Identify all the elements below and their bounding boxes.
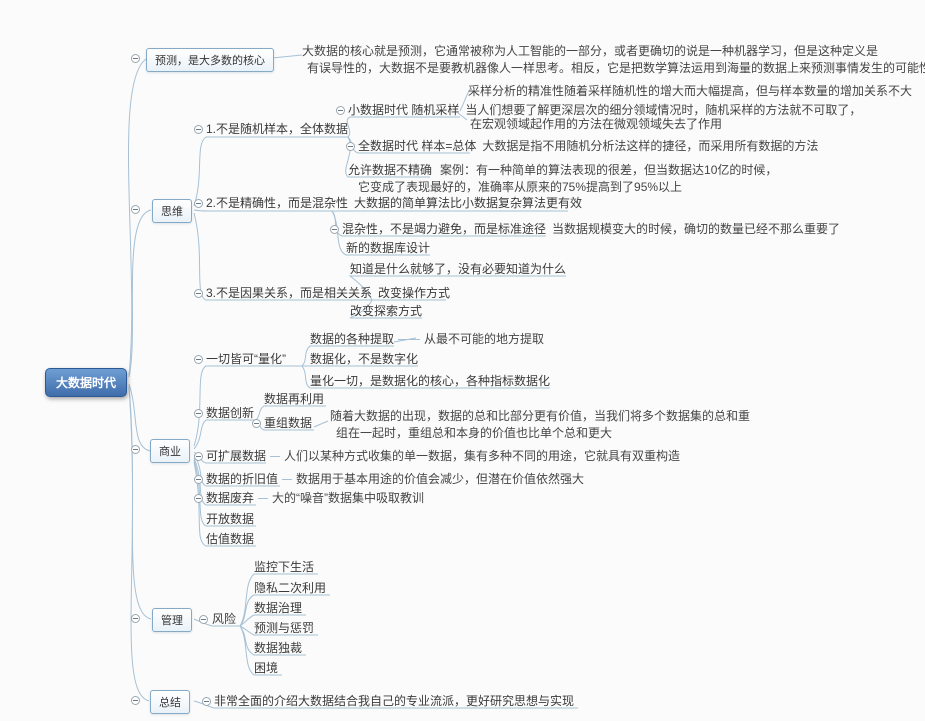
node-dilemma[interactable]: 困境 bbox=[254, 661, 279, 675]
collapse-icon[interactable] bbox=[199, 615, 208, 624]
collapse-icon[interactable] bbox=[346, 142, 355, 151]
node-change-operation[interactable]: 改变操作方式 bbox=[378, 286, 451, 300]
row-full-data-era: 全数据时代 样本=总体 大数据是指不用随机分析法这样的捷径，而采用所有数据的方法 bbox=[358, 139, 818, 153]
node-small-data-era[interactable]: 小数据时代 随机采样 bbox=[348, 103, 460, 117]
node-data-depreciation[interactable]: 数据的折旧值 bbox=[206, 472, 279, 486]
node-simple-algorithm[interactable]: 大数据的简单算法比小数据复杂算法更有效 bbox=[354, 196, 583, 210]
root-topic[interactable]: 大数据时代 bbox=[45, 368, 128, 397]
extensible-data-note[interactable]: 人们以某种方式收集的单一数据，集有多种不同的用途，它就具有双重构造 bbox=[284, 449, 681, 463]
node-quantify-core[interactable]: 量化一切，是数据化的核心，各种指标数据化 bbox=[310, 374, 551, 388]
row-data-depreciation: 数据的折旧值 数据用于基本用途的价值会减少，但潜在价值依然强大 bbox=[206, 472, 584, 486]
node-data-dictatorship[interactable]: 数据独裁 bbox=[254, 641, 303, 655]
row-data-extraction: 数据的各种提取 从最不可能的地方提取 bbox=[310, 332, 544, 346]
collapse-icon[interactable] bbox=[194, 475, 203, 484]
topic-prediction[interactable]: 预测，是大多数的核心 bbox=[146, 48, 274, 72]
row-imprecise-data: 允许数据不精确 案例：有一种简单的算法表现的很差，但当数据达10亿的时候， bbox=[348, 163, 777, 177]
node-full-data-era[interactable]: 全数据时代 样本=总体 bbox=[358, 139, 477, 153]
node-extensible-data[interactable]: 可扩展数据 bbox=[206, 449, 267, 463]
node-monitored-life[interactable]: 监控下生活 bbox=[254, 560, 315, 574]
node-privacy-reuse[interactable]: 隐私二次利用 bbox=[254, 581, 327, 595]
data-depreciation-note[interactable]: 数据用于基本用途的价值会减少，但潜在价值依然强大 bbox=[296, 472, 585, 486]
node-recombine-data[interactable]: 重组数据 bbox=[264, 416, 313, 430]
small-data-note-line2[interactable]: 在宏观领域起作用的方法在微观领域失去了作用 bbox=[470, 117, 723, 131]
node-not-precision[interactable]: 2.不是精确性，而是混杂性 bbox=[206, 196, 349, 210]
imprecise-note-line2[interactable]: 它变成了表现最好的，准确率从原来的75%提高到了95%以上 bbox=[358, 180, 683, 194]
topic-business[interactable]: 商业 bbox=[150, 439, 190, 463]
node-not-causality[interactable]: 3.不是因果关系，而是相关关系 bbox=[206, 286, 373, 300]
imprecise-note-line1[interactable]: 案例：有一种简单的算法表现的很差，但当数据达10亿的时候， bbox=[440, 163, 778, 177]
node-predict-punish[interactable]: 预测与惩罚 bbox=[254, 621, 315, 635]
node-summary-text[interactable]: 非常全面的介绍大数据结合我自己的专业流派，更好研究思想与实现 bbox=[214, 694, 575, 708]
row-not-causality: 3.不是因果关系，而是相关关系 改变操作方式 bbox=[206, 286, 450, 300]
collapse-icon[interactable] bbox=[194, 409, 203, 418]
collapse-icon[interactable] bbox=[252, 419, 261, 428]
node-quantify-everything[interactable]: 一切皆可“量化” bbox=[206, 352, 286, 366]
node-messiness[interactable]: 混杂性，不是竭力避免，而是标准途径 bbox=[342, 222, 547, 236]
row-small-data-era: 小数据时代 随机采样 当人们想要了解更深层次的细分领域情况时，随机采样的方法就不… bbox=[348, 103, 861, 117]
small-data-note-top[interactable]: 采样分析的精准性随着采样随机性的增大而大幅提高，但与样本数量的增加关系不大 bbox=[468, 84, 913, 98]
topic-thinking[interactable]: 思维 bbox=[152, 199, 192, 223]
data-exhaust-note[interactable]: 大的“噪音”数据集中吸取教训 bbox=[272, 491, 425, 505]
topic-management[interactable]: 管理 bbox=[152, 608, 192, 632]
node-imprecise-data[interactable]: 允许数据不精确 bbox=[348, 163, 433, 177]
collapse-icon[interactable] bbox=[194, 494, 203, 503]
messiness-note[interactable]: 当数据规模变大的时候，确切的数量已经不那么重要了 bbox=[552, 222, 841, 236]
collapse-icon[interactable] bbox=[336, 106, 345, 115]
collapse-icon[interactable] bbox=[194, 355, 203, 364]
collapse-icon[interactable] bbox=[194, 452, 203, 461]
collapse-icon[interactable] bbox=[194, 125, 203, 134]
prediction-note-line2[interactable]: 有误导性的，大数据不是要教机器像人一样思考。相反，它是把数学算法运用到海量的数据… bbox=[307, 61, 925, 75]
collapse-icon[interactable] bbox=[202, 697, 211, 706]
node-data-valuation[interactable]: 估值数据 bbox=[206, 532, 255, 546]
recombine-note-line2[interactable]: 组在一起时，重组总和本身的价值也比单个总和更大 bbox=[336, 426, 613, 440]
full-data-note[interactable]: 大数据是指不用随机分析法这样的捷径，而采用所有数据的方法 bbox=[482, 139, 819, 153]
node-datafication[interactable]: 数据化，不是数字化 bbox=[310, 352, 419, 366]
node-data-innovation[interactable]: 数据创新 bbox=[206, 406, 255, 420]
topic-summary[interactable]: 总结 bbox=[150, 690, 190, 714]
collapse-icon[interactable] bbox=[131, 54, 140, 63]
node-data-exhaust[interactable]: 数据废弃 bbox=[206, 491, 255, 505]
node-change-exploration[interactable]: 改变探索方式 bbox=[350, 304, 423, 318]
row-data-exhaust: 数据废弃 大的“噪音”数据集中吸取教训 bbox=[206, 491, 424, 505]
node-risk[interactable]: 风险 bbox=[212, 612, 237, 626]
node-new-database-design[interactable]: 新的数据库设计 bbox=[346, 241, 431, 255]
data-extraction-note[interactable]: 从最不可能的地方提取 bbox=[424, 332, 545, 346]
small-data-note-line1[interactable]: 当人们想要了解更深层次的细分领域情况时，随机采样的方法就不可取了， bbox=[465, 103, 862, 117]
node-know-what[interactable]: 知道是什么就够了，没有必要知道为什么 bbox=[350, 262, 567, 276]
prediction-note-line1[interactable]: 大数据的核心就是预测，它通常被称为人工智能的一部分，或者更确切的说是一种机器学习… bbox=[302, 44, 879, 58]
node-data-governance[interactable]: 数据治理 bbox=[254, 601, 303, 615]
row-messiness: 混杂性，不是竭力避免，而是标准途径 当数据规模变大的时候，确切的数量已经不那么重… bbox=[342, 222, 840, 236]
collapse-icon[interactable] bbox=[194, 289, 203, 298]
row-extensible-data: 可扩展数据 人们以某种方式收集的单一数据，集有多种不同的用途，它就具有双重构造 bbox=[206, 449, 680, 463]
node-not-random-sample[interactable]: 1.不是随机样本，全体数据 bbox=[206, 122, 349, 136]
collapse-icon[interactable] bbox=[131, 445, 140, 454]
collapse-icon[interactable] bbox=[194, 199, 203, 208]
node-data-extraction[interactable]: 数据的各种提取 bbox=[310, 332, 395, 346]
collapse-icon[interactable] bbox=[131, 614, 140, 623]
node-open-data[interactable]: 开放数据 bbox=[206, 512, 255, 526]
node-data-reuse[interactable]: 数据再利用 bbox=[264, 392, 325, 406]
collapse-icon[interactable] bbox=[131, 696, 140, 705]
collapse-icon[interactable] bbox=[131, 205, 140, 214]
collapse-icon[interactable] bbox=[330, 225, 339, 234]
row-not-precision: 2.不是精确性，而是混杂性 大数据的简单算法比小数据复杂算法更有效 bbox=[206, 196, 582, 210]
recombine-note-line1[interactable]: 随着大数据的出现，数据的总和比部分更有价值，当我们将多个数据集的总和重 bbox=[330, 409, 751, 423]
